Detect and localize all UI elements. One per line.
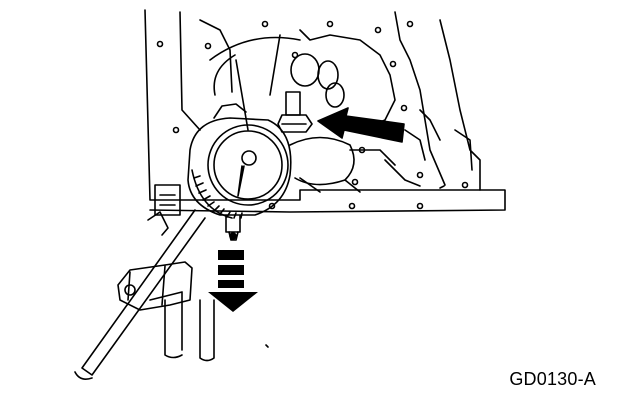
figure-id-label: GD0130-A (509, 369, 596, 389)
dial-indicator (187, 103, 292, 241)
indicator-arm (74, 209, 206, 380)
servo-piston-rod (277, 91, 313, 133)
motion-arrow (208, 250, 258, 312)
holder-clamp (117, 211, 215, 362)
transmission-case (144, 9, 506, 216)
callout-arrow (317, 107, 405, 143)
